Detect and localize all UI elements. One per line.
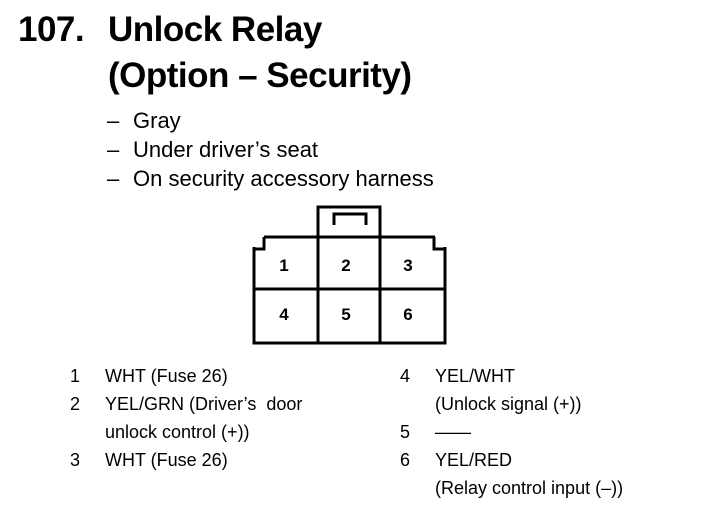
- cavity-label-2: 2: [341, 256, 350, 275]
- component-details: –Gray –Under driver’s seat –On security …: [107, 106, 434, 193]
- pin-number: 2: [70, 394, 81, 414]
- cavity-label-4: 4: [279, 305, 289, 324]
- cavity-label-6: 6: [403, 305, 412, 324]
- pin-entry-2-cont: unlock control (+)): [70, 418, 390, 446]
- pin-list-right: 4 YEL/WHT (Unlock signal (+)) 5 —— 6 YEL…: [400, 362, 700, 502]
- pin-entry-2: 2 YEL/GRN (Driver’s door: [70, 390, 390, 418]
- detail-location: –Under driver’s seat: [107, 137, 319, 162]
- connector-latch: [332, 212, 368, 225]
- pin-entry-5: 5 ——: [400, 418, 700, 446]
- housing-shoulder-right: [432, 237, 445, 251]
- detail-harness: –On security accessory harness: [107, 166, 434, 191]
- pin-entry-4-cont: (Unlock signal (+)): [400, 390, 700, 418]
- component-subtitle: (Option – Security): [108, 56, 412, 95]
- detail-color: –Gray: [107, 108, 181, 133]
- pin-entry-3: 3 WHT (Fuse 26): [70, 446, 390, 474]
- pin-wire: YEL/GRN (Driver’s door: [105, 394, 303, 414]
- pin-list-left: 1 WHT (Fuse 26) 2 YEL/GRN (Driver’s door…: [70, 362, 390, 474]
- pin-number: 5: [400, 422, 411, 442]
- cavity-6: [378, 287, 447, 345]
- housing-shoulder-left: [254, 237, 266, 251]
- housing-notch-left: [252, 235, 264, 247]
- pin-function: unlock control (+)): [105, 422, 250, 442]
- housing-notch-right: [435, 235, 447, 247]
- pin-wire: YEL/WHT: [435, 366, 516, 386]
- section-number: 107.: [18, 10, 85, 49]
- pin-number: 4: [400, 366, 411, 386]
- pin-entry-1: 1 WHT (Fuse 26): [70, 362, 390, 390]
- detail-text: Under driver’s seat: [133, 137, 319, 162]
- pin-wire: ——: [435, 422, 471, 442]
- pin-function: (Unlock signal (+)): [435, 394, 582, 414]
- pin-number: 6: [400, 450, 411, 470]
- pin-wire: WHT (Fuse 26): [105, 366, 228, 386]
- pin-number: 3: [70, 450, 81, 470]
- cavity-label-3: 3: [403, 256, 412, 275]
- pin-function: (Relay control input (–)): [435, 478, 624, 498]
- pin-entry-4: 4 YEL/WHT: [400, 362, 700, 390]
- pin-entry-6: 6 YEL/RED: [400, 446, 700, 474]
- cavity-label-5: 5: [341, 305, 350, 324]
- component-title: Unlock Relay: [108, 10, 322, 49]
- pin-number: 1: [70, 366, 81, 386]
- pin-wire: YEL/RED: [435, 450, 513, 470]
- detail-text: On security accessory harness: [133, 166, 434, 191]
- cavity-label-1: 1: [279, 256, 288, 275]
- pin-wire: WHT (Fuse 26): [105, 450, 228, 470]
- detail-text: Gray: [133, 108, 181, 133]
- pin-entry-6-cont: (Relay control input (–)): [400, 474, 700, 502]
